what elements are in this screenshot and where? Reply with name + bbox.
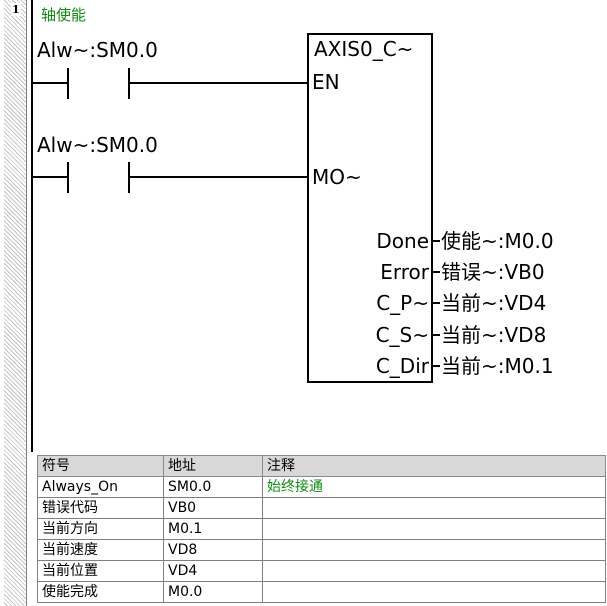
- output-operand-error[interactable]: 错误~:VB0: [441, 260, 545, 284]
- table-row[interactable]: 使能完成 M0.0: [37, 581, 606, 603]
- function-block-axis[interactable]: AXIS0_C~ EN MO~ Done Error C_P~ C_S~ C_D…: [307, 33, 433, 383]
- table-row[interactable]: 错误代码 VB0: [37, 497, 606, 519]
- cell-comment[interactable]: [262, 497, 606, 519]
- cell-comment[interactable]: [262, 560, 606, 582]
- cell-comment[interactable]: [262, 581, 606, 603]
- block-output-error-pin: Error: [380, 260, 430, 284]
- block-output-cp-pin: C_P~: [376, 291, 429, 315]
- cell-symbol[interactable]: 当前位置: [37, 560, 164, 582]
- contact-2[interactable]: Alw~:SM0.0: [32, 133, 158, 193]
- rung-number: 1: [11, 3, 21, 16]
- cell-symbol[interactable]: 当前速度: [37, 539, 164, 561]
- header-comment[interactable]: 注释: [262, 455, 606, 477]
- cell-symbol[interactable]: 使能完成: [37, 581, 164, 603]
- cell-comment[interactable]: 始终接通: [262, 476, 606, 498]
- header-symbol[interactable]: 符号: [37, 455, 164, 477]
- table-row[interactable]: Always_On SM0.0 始终接通: [37, 476, 606, 498]
- block-output-cs-pin: C_S~: [376, 323, 429, 347]
- cell-address[interactable]: VD4: [163, 560, 263, 582]
- table-row[interactable]: 当前位置 VD4: [37, 560, 606, 582]
- cell-symbol[interactable]: Always_On: [37, 476, 164, 498]
- cell-address[interactable]: SM0.0: [163, 476, 263, 498]
- output-operand-done[interactable]: 使能~:M0.0: [441, 229, 554, 253]
- header-address[interactable]: 地址: [163, 455, 263, 477]
- function-block-name: AXIS0_C~: [314, 37, 413, 61]
- cell-symbol[interactable]: 当前方向: [37, 518, 164, 540]
- output-operand-cdir[interactable]: 当前~:M0.1: [441, 354, 554, 378]
- function-block-box: [307, 33, 433, 383]
- cell-comment[interactable]: [262, 518, 606, 540]
- cell-address[interactable]: M0.1: [163, 518, 263, 540]
- output-operand-cs[interactable]: 当前~:VD8: [441, 323, 546, 347]
- block-input-en: EN: [312, 70, 340, 94]
- table-row[interactable]: 当前速度 VD8: [37, 539, 606, 561]
- contact-1-label: Alw~:SM0.0: [37, 38, 158, 62]
- left-power-rail: [31, 0, 33, 452]
- block-input-mo: MO~: [312, 165, 362, 189]
- cell-address[interactable]: VB0: [163, 497, 263, 519]
- cell-symbol[interactable]: 错误代码: [37, 497, 164, 519]
- network-title[interactable]: 轴使能: [41, 6, 87, 24]
- rung-gutter[interactable]: 1: [0, 0, 29, 606]
- contact-2-label: Alw~:SM0.0: [37, 133, 158, 157]
- output-operand-cp[interactable]: 当前~:VD4: [441, 291, 546, 315]
- cell-comment[interactable]: [262, 539, 606, 561]
- block-output-done-pin: Done: [376, 229, 429, 253]
- contact-1[interactable]: Alw~:SM0.0: [32, 38, 158, 99]
- cell-address[interactable]: VD8: [163, 539, 263, 561]
- symbol-table: 符号 地址 注释 Always_On SM0.0 始终接通 错误代码 VB0 当…: [37, 455, 606, 603]
- block-output-cdir-pin: C_Dir: [376, 354, 430, 378]
- symbol-table-header: 符号 地址 注释: [37, 455, 606, 477]
- table-row[interactable]: 当前方向 M0.1: [37, 518, 606, 540]
- gutter-hatch: [4, 0, 27, 606]
- cell-address[interactable]: M0.0: [163, 581, 263, 603]
- ladder-diagram: Alw~:SM0.0 Alw~:SM0.0 AXIS0_C~ EN MO~ Do…: [32, 33, 554, 383]
